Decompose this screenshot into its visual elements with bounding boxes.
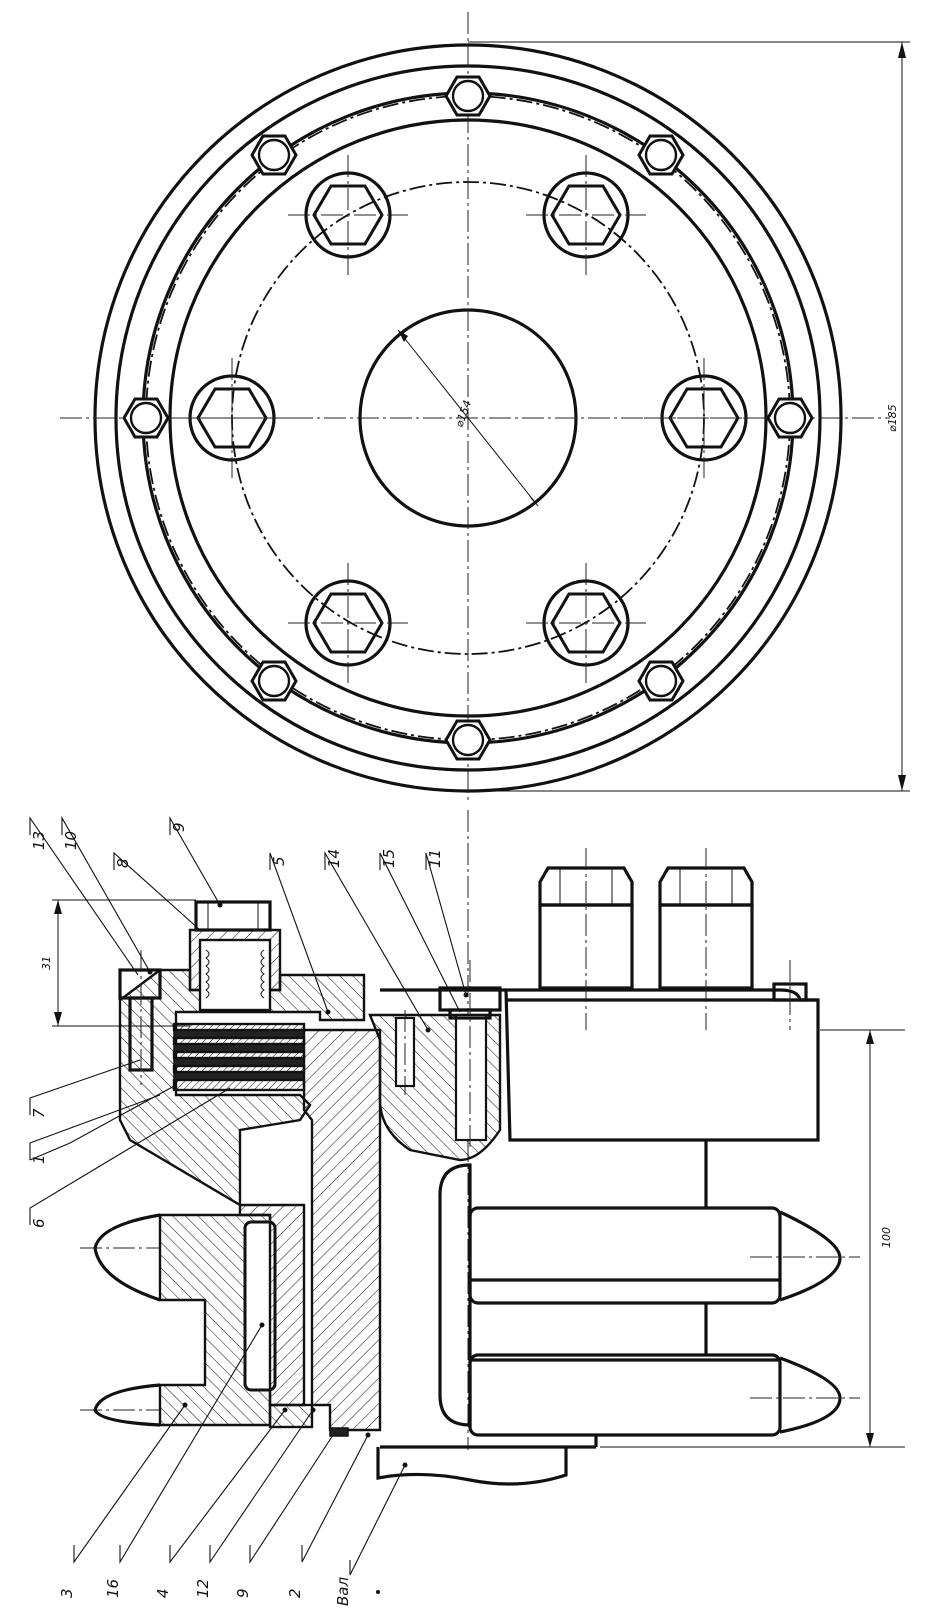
bolt-head-part-9	[194, 900, 272, 932]
retainer-part-9	[329, 1427, 349, 1437]
spring-coil-icon	[205, 949, 265, 999]
callout-leaders-top	[29, 815, 469, 1033]
small-hex-bolt-icon	[444, 75, 492, 117]
callout-6: 6	[30, 1218, 48, 1228]
tooth-tip	[779, 1356, 842, 1434]
bolt-hole	[454, 1013, 488, 1142]
small-hex-bolt-icon	[637, 134, 685, 176]
outer-diameter-label: ⌀185	[886, 404, 899, 432]
bolt-head	[658, 866, 754, 907]
arrowhead	[898, 775, 906, 791]
callout-14: 14	[325, 849, 343, 868]
sprocket-tooth-upper	[468, 1206, 782, 1305]
small-hex-bolt-icon	[766, 397, 814, 439]
tooth-tip	[93, 1383, 161, 1427]
callout-9-bottom: 9	[234, 1588, 252, 1598]
callout-2: 2	[286, 1588, 304, 1598]
callout-3: 3	[58, 1588, 76, 1598]
tooth-tip	[93, 1213, 161, 1302]
arrowhead	[528, 494, 538, 506]
callout-11: 11	[426, 849, 444, 868]
callout-1: 1	[30, 1154, 48, 1164]
arrowhead	[898, 42, 906, 58]
callout-15: 15	[380, 849, 398, 868]
spring-cavity	[198, 938, 272, 1012]
section-view: 31 100 13 10 8 9 5 14 15 11	[29, 810, 905, 1606]
callout-4: 4	[154, 1588, 172, 1598]
hub-part-4	[302, 1028, 382, 1432]
callout-10: 10	[62, 831, 80, 850]
callout-7: 7	[30, 1108, 48, 1118]
small-hex-bolt-icon	[250, 134, 298, 176]
exterior-half	[380, 848, 860, 1449]
housing-exterior	[504, 988, 820, 1142]
sectioned-half	[80, 900, 568, 1486]
callout-shaft: Вал	[334, 1577, 352, 1606]
ring-part-12	[268, 1403, 314, 1429]
top-view: ⌀154 ⌀185	[60, 12, 910, 800]
callout-12: 12	[194, 1579, 212, 1598]
callout-16: 16	[104, 1579, 122, 1598]
tooth-tip	[779, 1210, 842, 1302]
bolt-head	[538, 866, 634, 907]
small-hex-bolt-icon	[250, 660, 298, 702]
small-hex-bolt-icon	[122, 397, 170, 439]
callout-5: 5	[270, 856, 288, 866]
sprocket-tooth-lower	[468, 1353, 782, 1437]
section-height-label: 100	[880, 1227, 893, 1248]
arrowhead	[398, 330, 408, 342]
callout-13: 13	[30, 831, 48, 850]
callout-9-top: 9	[170, 822, 188, 832]
hub-fillet	[438, 1163, 472, 1427]
shaft-break	[376, 1447, 568, 1486]
callout-leaders-bottom	[73, 1322, 408, 1594]
callout-8: 8	[114, 858, 132, 868]
small-hex-bolt-icon	[444, 719, 492, 761]
bore-dimension-line	[397, 329, 539, 507]
flange-height-label: 31	[40, 956, 53, 970]
callout-leaders-left	[29, 1059, 231, 1225]
small-hex-bolt-icon	[637, 660, 685, 702]
